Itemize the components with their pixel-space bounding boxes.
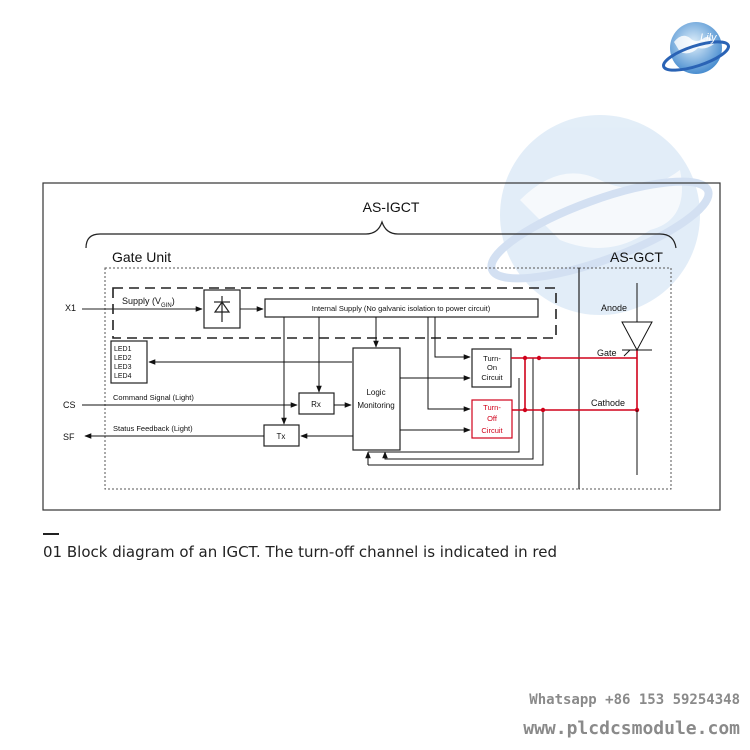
- logic-label: Logic: [366, 388, 385, 397]
- internal-supply-label: Internal Supply (No galvanic isolation t…: [312, 304, 491, 313]
- website-watermark: www.plcdcsmodule.com: [523, 718, 740, 739]
- whatsapp-watermark: Whatsapp +86 153 59254348: [529, 692, 740, 708]
- logic-monitoring-box: [352, 347, 401, 451]
- globe-logo: Lily: [662, 22, 730, 74]
- as-igct-title: AS-IGCT: [363, 199, 420, 215]
- as-igct-brace: [85, 220, 677, 249]
- as-gct-title: AS-GCT: [610, 249, 663, 265]
- gate-label: Gate: [597, 348, 617, 358]
- x1-label: X1: [65, 303, 76, 313]
- cathode-label: Cathode: [591, 398, 625, 408]
- led3-label: LED3: [114, 364, 132, 371]
- internal-supply-box: [264, 298, 539, 318]
- sf-label: SF: [63, 432, 75, 442]
- turn-on-label-3: Circuit: [481, 373, 503, 382]
- logo-text: Lily: [700, 32, 718, 44]
- anode-label: Anode: [601, 303, 627, 313]
- led1-label: LED1: [114, 346, 132, 353]
- turn-on-label-2: On: [487, 363, 497, 372]
- led2-label: LED2: [114, 355, 132, 362]
- rx-label: Rx: [311, 400, 321, 409]
- turn-off-circuit-box: [471, 399, 513, 439]
- led4-label: LED4: [114, 373, 132, 380]
- turn-off-label-3: Circuit: [481, 426, 503, 435]
- turn-off-label-2: Off: [487, 414, 498, 423]
- gate-unit-title: Gate Unit: [112, 249, 171, 265]
- caption-rule: [43, 533, 59, 535]
- turn-off-label-1: Turn-: [483, 403, 501, 412]
- supply-dashed-box: [112, 287, 557, 339]
- turn-on-circuit-box: [471, 348, 512, 388]
- command-signal-label: Command Signal (Light): [113, 393, 194, 402]
- watermark-globe: [487, 115, 713, 315]
- led-box: [110, 340, 148, 384]
- as-gct-boundary: [578, 267, 672, 490]
- cs-label: CS: [63, 400, 76, 410]
- gct-thyristor-symbol: [621, 283, 653, 475]
- turn-on-label-1: Turn-: [483, 354, 501, 363]
- diode-icon: [213, 296, 231, 322]
- status-feedback-label: Status Feedback (Light): [113, 424, 193, 433]
- turn-off-channel: [511, 350, 638, 411]
- supply-label: Supply (VGIN): [122, 296, 175, 309]
- figure-frame: [42, 182, 721, 511]
- figure-caption: 01 Block diagram of an IGCT. The turn-of…: [43, 543, 558, 561]
- monitoring-label: Monitoring: [357, 401, 394, 410]
- signal-lines: [82, 317, 544, 466]
- rx-box: [298, 392, 335, 415]
- junction-dots: [522, 355, 640, 413]
- tx-label: Tx: [277, 432, 286, 441]
